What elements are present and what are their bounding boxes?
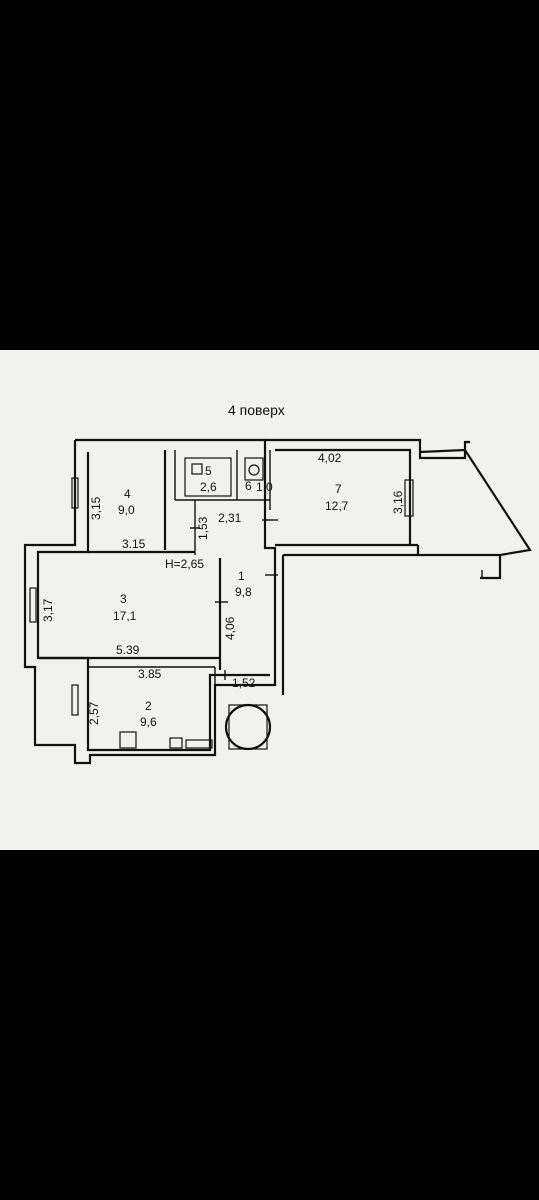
room-2-number: 2 [145, 699, 152, 713]
dimension-label: 3.85 [138, 667, 162, 681]
room-1-area: 9,8 [235, 585, 252, 599]
room-4-number: 4 [124, 487, 131, 501]
room-3-area: 17,1 [113, 609, 137, 623]
dimension-label: 4,02 [318, 451, 342, 465]
fixtures [119, 457, 272, 751]
interior-walls [38, 450, 271, 750]
dimension-label: 5.39 [116, 643, 140, 657]
floor-plan-drawing: 4 поверх 1 9,8 2 9,6 3 17,1 4 9,0 5 2,6 … [23, 402, 532, 765]
floor-title: 4 поверх [228, 402, 285, 418]
dimension-label: 2,31 [218, 511, 242, 525]
window-marks [29, 477, 414, 716]
room-3-number: 3 [120, 592, 127, 606]
dimension-label: 4,06 [223, 616, 237, 640]
stove-icon [119, 731, 137, 749]
dimension-label: 3.15 [122, 537, 146, 551]
toilet-icon [244, 457, 264, 481]
ventilation-shaft-icon [224, 703, 272, 751]
floor-plan-image: 4 поверх 1 9,8 2 9,6 3 17,1 4 9,0 5 2,6 … [0, 350, 539, 850]
outer-walls [23, 438, 532, 765]
dimension-label: 1,53 [196, 516, 210, 540]
dimension-label: 3,17 [41, 598, 55, 622]
room-1-number: 1 [238, 569, 245, 583]
bathtub-icon [184, 457, 232, 497]
room-6-number: 6 [245, 479, 252, 493]
dimension-label: 3,15 [89, 496, 103, 520]
room-7-number: 7 [335, 482, 342, 496]
ceiling-height: H=2,65 [165, 557, 204, 571]
room-5-area: 2,6 [200, 480, 217, 494]
sink-icon [191, 463, 203, 475]
dimension-label: 3,16 [391, 490, 405, 514]
room-2-area: 9,6 [140, 715, 157, 729]
room-4-area: 9,0 [118, 503, 135, 517]
room-5-number: 5 [205, 464, 212, 478]
room-6-area: 1,0 [256, 480, 273, 494]
dimension-label: 2,57 [87, 701, 101, 725]
dimension-label: 1,52 [232, 676, 256, 690]
room-7-area: 12,7 [325, 499, 349, 513]
radiator-icon [185, 739, 213, 749]
